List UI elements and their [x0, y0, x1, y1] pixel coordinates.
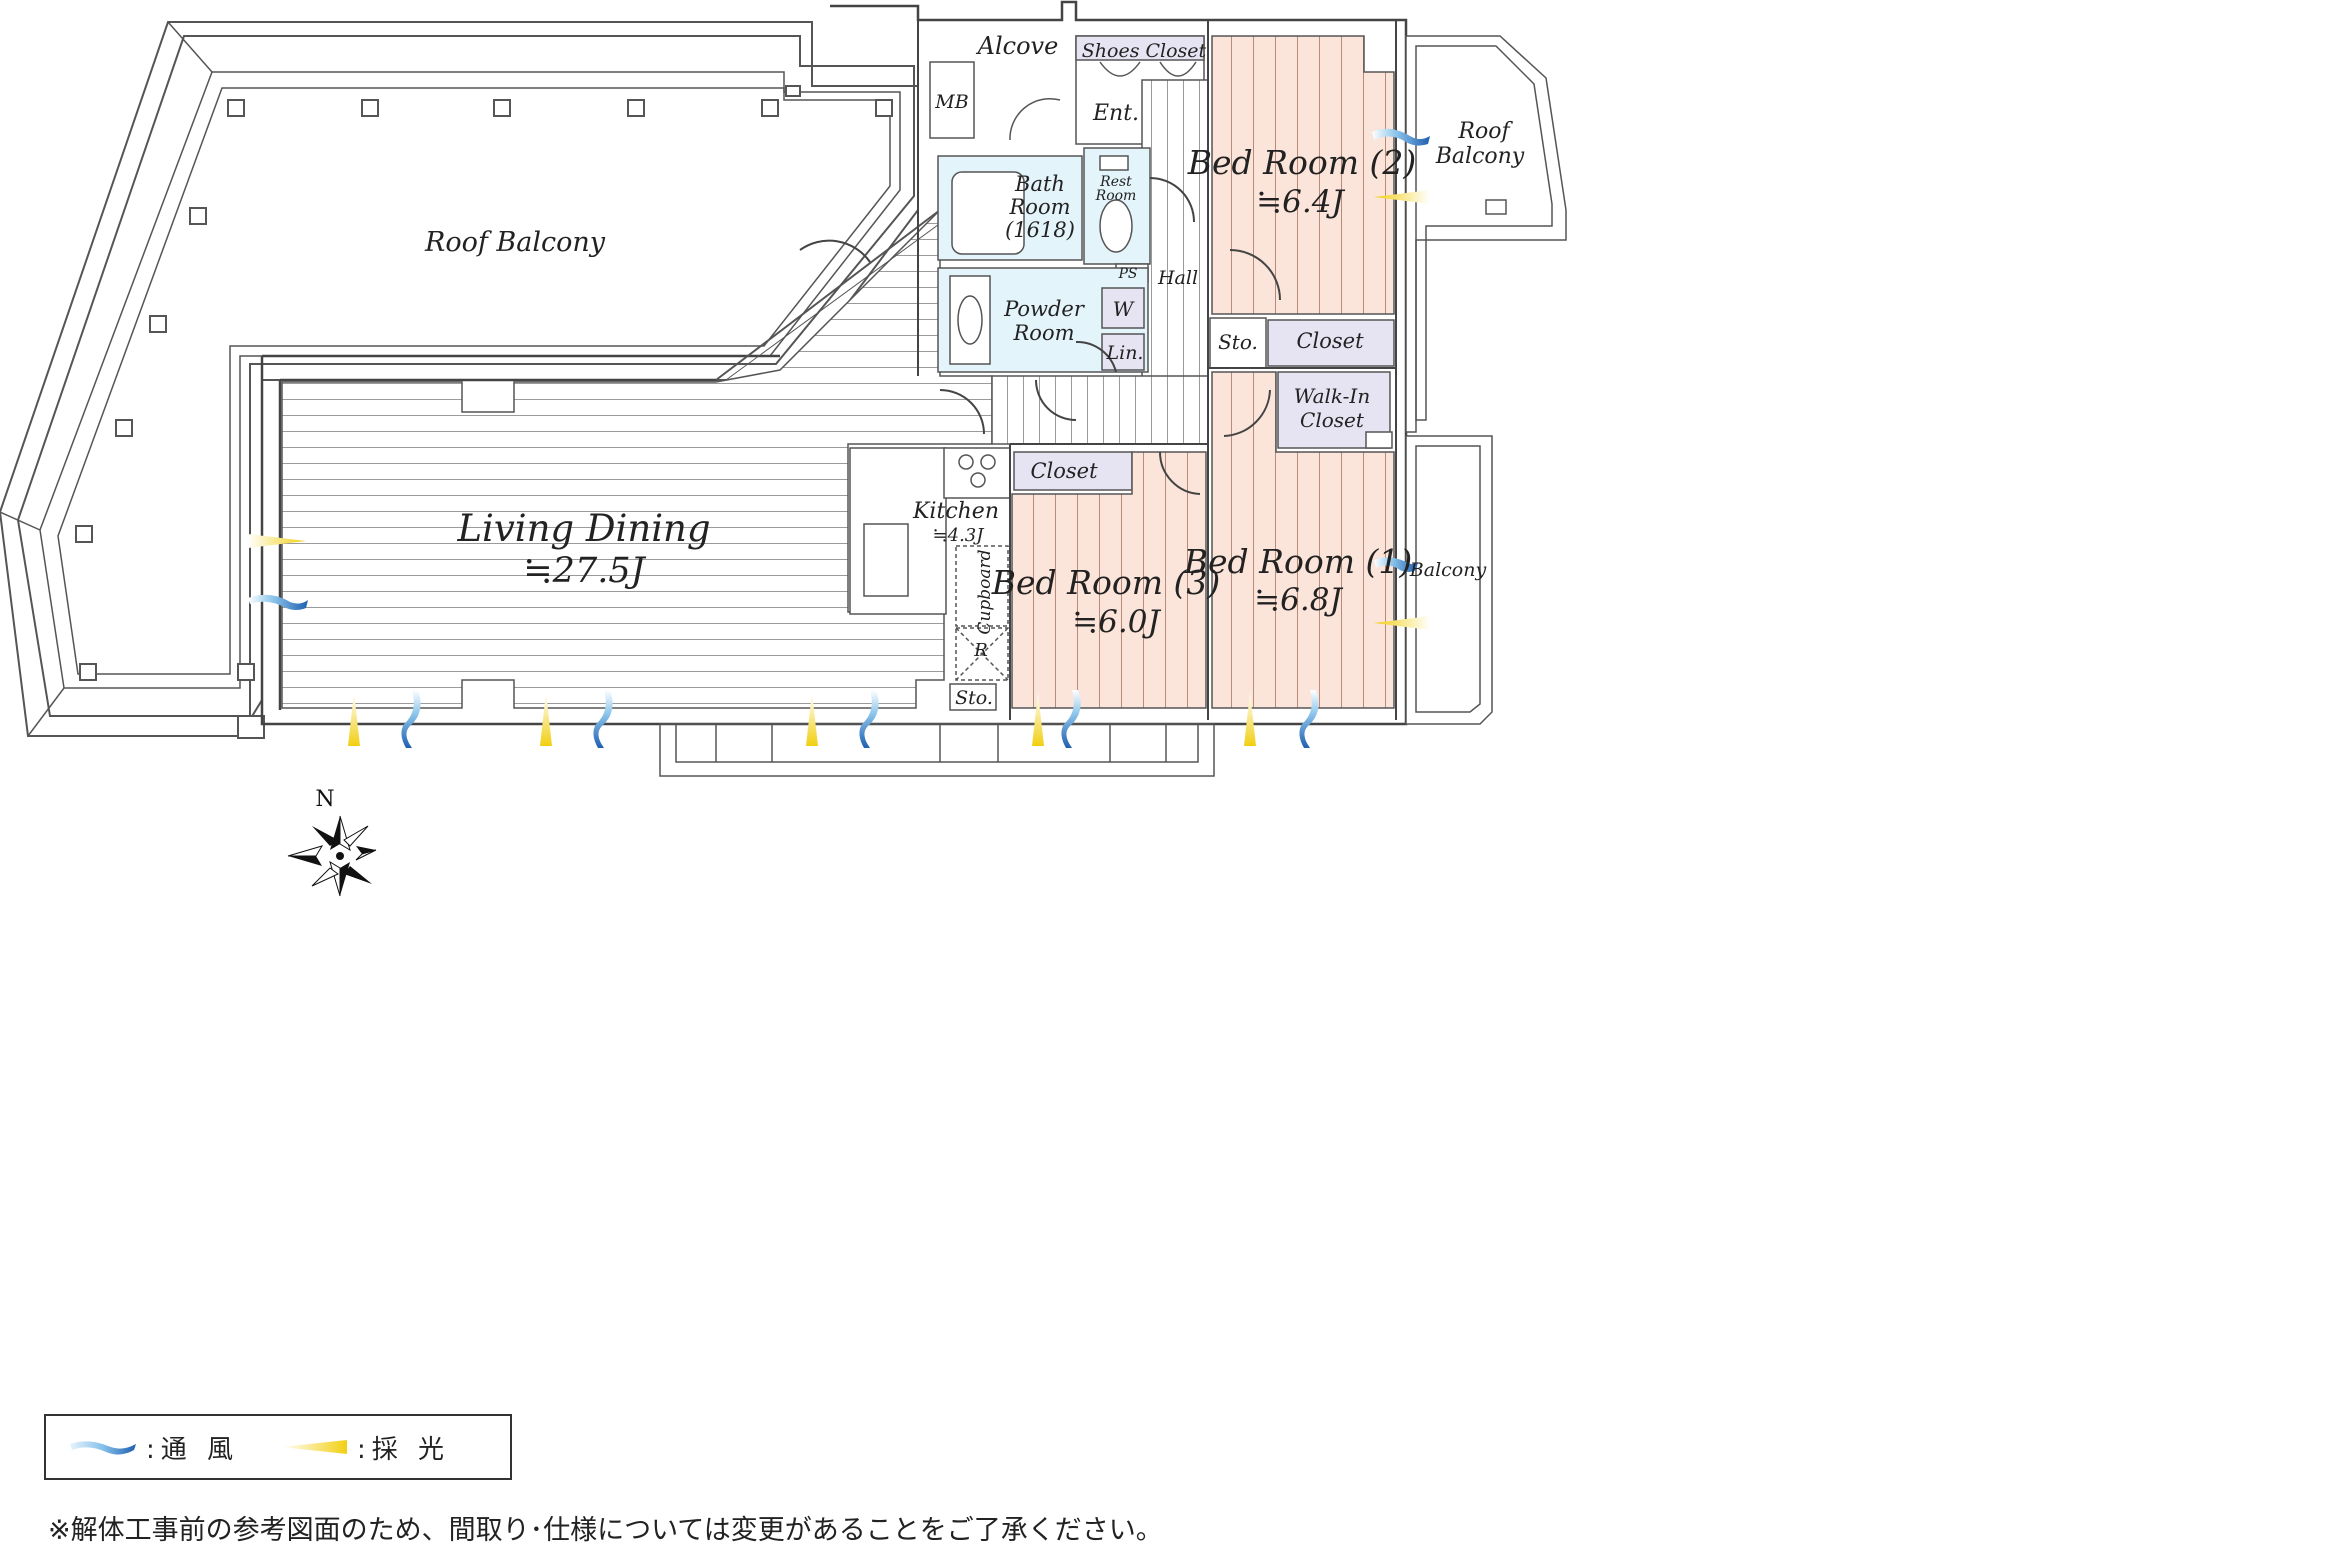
- wind-symbol: [1372, 128, 1430, 146]
- living-dining-floor: [281, 208, 993, 709]
- label-living-dining: Living Dining: [456, 507, 710, 550]
- label-powder: Powder: [1003, 297, 1086, 321]
- wind-symbol: [1299, 690, 1319, 748]
- label-refrigerator: R: [973, 640, 988, 661]
- light-symbol: [1032, 692, 1044, 746]
- label-bedroom-2-size: ≒6.4J: [1256, 184, 1345, 220]
- wind-symbol: [1374, 557, 1418, 572]
- label-storage-lower: Sto.: [955, 687, 993, 709]
- wind-symbol: [248, 594, 308, 610]
- legend-light: :採 光: [279, 1429, 450, 1466]
- bedroom-2: [1209, 35, 1395, 369]
- label-living-dining-size: ≒27.5J: [523, 551, 646, 591]
- label-washer: W: [1113, 297, 1135, 321]
- label-rest: Rest: [1099, 174, 1132, 190]
- light-symbol: [540, 692, 552, 746]
- airflow-light-symbols: [248, 128, 1430, 748]
- label-kitchen: Kitchen: [912, 499, 999, 524]
- label-alcove: Alcove: [976, 32, 1059, 60]
- legend: :通 風 :採 光: [44, 1414, 512, 1480]
- label-shoes-closet: Shoes Closet: [1082, 40, 1207, 62]
- label-hall: Hall: [1157, 267, 1198, 289]
- light-symbol: [348, 692, 360, 746]
- light-icon: [281, 1440, 348, 1454]
- label-roof-right: Roof: [1457, 119, 1513, 144]
- label-closet-upper: Closet: [1296, 329, 1364, 353]
- label-rest-room: Room: [1095, 188, 1137, 204]
- right-balconies: [1405, 35, 1567, 725]
- bedroom-3: [1011, 451, 1207, 709]
- compass-north-label: N: [315, 787, 334, 812]
- room-labels: Roof Balcony Roof Balcony Alcove MB Shoe…: [315, 32, 1524, 812]
- kitchen-island: [849, 447, 1011, 711]
- label-bath: Bath: [1014, 172, 1065, 196]
- label-mb: MB: [934, 91, 968, 113]
- label-kitchen-size: ≒4.3J: [933, 525, 986, 546]
- light-symbol: [806, 692, 818, 746]
- wind-symbol: [593, 690, 613, 748]
- label-ps: PS: [1117, 266, 1137, 282]
- wind-icon: [70, 1441, 136, 1455]
- label-walk-in: Walk-In: [1294, 384, 1370, 408]
- label-cupboard: Cupboard: [975, 549, 995, 634]
- entry-core: [929, 35, 1209, 445]
- label-roof-right-balcony: Balcony: [1435, 144, 1525, 169]
- label-bedroom-1-size: ≒6.8J: [1254, 582, 1343, 618]
- label-bedroom-3-size: ≒6.0J: [1072, 604, 1161, 640]
- lower-balcony: [659, 723, 1215, 777]
- label-walk-in-closet: Closet: [1300, 408, 1365, 432]
- wind-symbol: [1061, 690, 1081, 748]
- label-balcony: Balcony: [1409, 559, 1487, 581]
- label-bedroom-1: Bed Room (1): [1183, 542, 1413, 581]
- legend-wind: :通 風: [68, 1429, 239, 1466]
- label-bath-room: Room: [1008, 195, 1070, 219]
- wind-symbol: [401, 690, 421, 748]
- label-entrance: Ent.: [1092, 101, 1139, 126]
- label-roof-balcony: Roof Balcony: [424, 227, 606, 258]
- legend-light-label: :採 光: [357, 1434, 451, 1465]
- label-storage-upper: Sto.: [1218, 330, 1258, 354]
- legend-wind-label: :通 風: [146, 1434, 240, 1465]
- label-linen: Lin.: [1106, 342, 1144, 364]
- light-symbol: [1374, 616, 1430, 630]
- bedroom-1: [1211, 371, 1395, 709]
- compass-icon: [287, 815, 377, 897]
- wet-areas: [937, 147, 1151, 373]
- wind-symbol: [859, 690, 879, 748]
- label-bedroom-2: Bed Room (2): [1187, 143, 1417, 182]
- label-bedroom-3: Bed Room (3): [991, 563, 1221, 602]
- label-closet-mid: Closet: [1030, 459, 1098, 483]
- label-powder-room: Room: [1012, 321, 1074, 345]
- light-symbol: [1244, 692, 1256, 746]
- light-symbol: [1374, 190, 1430, 204]
- label-bath-size: (1618): [1005, 218, 1075, 242]
- light-symbol: [248, 534, 306, 548]
- disclaimer-note: ※解体工事前の参考図面のため、間取り･仕様については変更があることをご了承くださ…: [48, 1515, 1163, 1546]
- interior-walls: [799, 20, 1397, 720]
